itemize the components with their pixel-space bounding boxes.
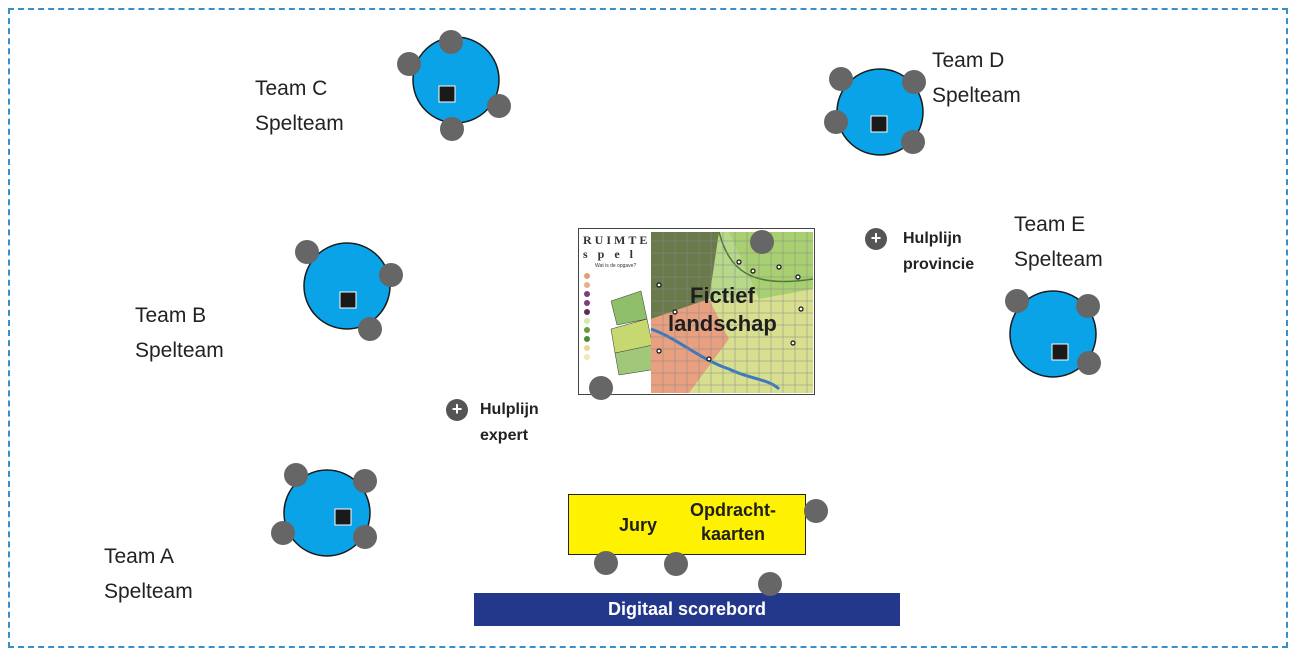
team-c-player xyxy=(397,52,421,76)
team-b-player xyxy=(379,263,403,287)
plus-icon: + xyxy=(865,228,887,250)
team-b-player xyxy=(358,317,382,341)
map-title: RUIMTE xyxy=(583,233,651,247)
team-c-player xyxy=(487,94,511,118)
team-d-player xyxy=(829,67,853,91)
scoreboard-operator xyxy=(758,572,782,596)
team-a-table xyxy=(271,463,377,557)
team-a-player xyxy=(353,469,377,493)
map-player xyxy=(589,376,613,400)
team-d-player xyxy=(901,130,925,154)
team-e-player xyxy=(1005,289,1029,313)
jury-member xyxy=(804,499,828,523)
digital-scoreboard: Digitaal scorebord xyxy=(474,593,900,626)
assignment-cards-label: Opdracht-kaarten xyxy=(690,500,777,544)
jury-players xyxy=(594,499,828,596)
team-d-player xyxy=(902,70,926,94)
map-player xyxy=(750,230,774,254)
jury-label: Jury xyxy=(619,515,658,535)
map-label-line1: Fictief xyxy=(690,283,755,308)
team-c-table xyxy=(397,30,511,141)
team-b-player xyxy=(295,240,319,264)
team-d-player xyxy=(824,110,848,134)
map-title-secondary: spel xyxy=(583,247,644,261)
team-a-player xyxy=(353,525,377,549)
plus-icon: + xyxy=(446,399,468,421)
team-e-table xyxy=(1005,289,1101,378)
floor-plan xyxy=(271,30,1101,557)
map-image xyxy=(584,231,814,393)
map-players xyxy=(589,230,774,400)
map-label-line2: landschap xyxy=(668,311,777,336)
map-subtitle: Wat is de opgave? xyxy=(595,263,637,269)
team-c-player xyxy=(440,117,464,141)
team-e-player xyxy=(1077,351,1101,375)
map-label: Fictief landschap xyxy=(668,282,777,338)
team-e-player xyxy=(1076,294,1100,318)
jury-member xyxy=(664,552,688,576)
team-c-player xyxy=(439,30,463,54)
jury-table xyxy=(568,494,806,555)
team-a-player xyxy=(284,463,308,487)
team-d-table xyxy=(824,67,926,156)
team-b-table xyxy=(295,240,403,341)
map-board: RUIMTE spel Wat is de opgave? xyxy=(578,228,815,395)
jury-member xyxy=(594,551,618,575)
team-a-player xyxy=(271,521,295,545)
